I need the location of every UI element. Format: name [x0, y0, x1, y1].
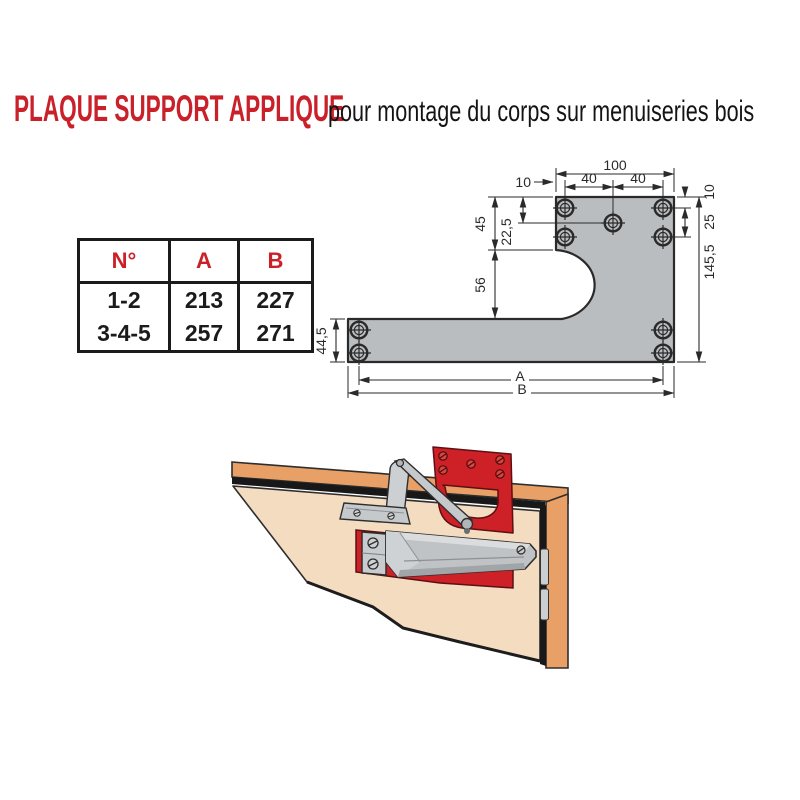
screw-icon — [367, 537, 379, 549]
label-gap — [513, 384, 531, 395]
mounting-hole — [347, 341, 371, 365]
screw-icon — [438, 451, 448, 461]
plate-technical-drawing: 100 10 40 40 45 22,5 56 44,5 10 25 145,5… — [315, 157, 717, 398]
door-bottom-edge — [306, 580, 541, 663]
screw-icon — [466, 459, 476, 469]
dim-length-a: A — [515, 368, 525, 384]
mounting-hole — [651, 225, 675, 249]
dim-length-b: B — [517, 381, 526, 397]
table-row: 1-2 213 227 — [77, 282, 314, 317]
installation-illustration — [231, 446, 569, 669]
dimension-lines — [332, 170, 703, 397]
cell-a: 213 — [168, 282, 240, 317]
dim-hole-span-right: 40 — [630, 170, 646, 186]
col-header-b: B — [237, 238, 314, 284]
cell-b: 271 — [237, 317, 314, 353]
dim-notch-depth: 56 — [472, 277, 488, 293]
screw-icon — [438, 465, 448, 475]
cell-b: 227 — [237, 282, 314, 317]
dim-top-width: 100 — [603, 157, 627, 173]
mounting-hole — [651, 318, 675, 342]
screw-icon — [495, 455, 505, 465]
hinge — [540, 548, 549, 621]
dim-total-height: 145,5 — [701, 244, 717, 279]
closer-arm — [393, 458, 474, 534]
cell-a: 257 — [168, 317, 240, 353]
arm-pivot — [395, 458, 405, 468]
screw-icon — [387, 512, 395, 520]
dim-hole-row-spacing: 25 — [701, 214, 717, 230]
mounting-hole — [553, 196, 577, 220]
dim-top-to-hole-row: 10 — [701, 184, 717, 200]
dim-hole-span-left: 40 — [581, 170, 597, 186]
mounting-hole — [651, 196, 675, 220]
page-title: PLAQUE SUPPORT APPLIQUE — [14, 88, 345, 129]
cell-model: 3-4-5 — [77, 317, 171, 353]
dim-center-hole-offset: 22,5 — [498, 218, 514, 245]
pinion — [464, 528, 470, 534]
door-frame-jamb — [545, 492, 569, 669]
closer-body — [385, 530, 537, 578]
screw-icon — [367, 558, 379, 570]
dim-edge-offset: 10 — [515, 174, 531, 190]
mounting-hole — [651, 341, 675, 365]
plate-shape — [346, 195, 676, 364]
arm-elbow-pivot — [460, 517, 474, 531]
col-header-a: A — [168, 238, 240, 284]
table-row: 3-4-5 257 271 — [77, 317, 314, 353]
page-subtitle: pour montage du corps sur menuiseries bo… — [328, 95, 755, 128]
col-header-no: N° — [77, 238, 171, 284]
dim-top-to-notch: 45 — [472, 216, 488, 232]
mounting-hole — [347, 318, 371, 342]
dim-strip-height: 44,5 — [315, 327, 329, 354]
screw-icon — [353, 509, 361, 517]
mounting-holes — [347, 196, 675, 365]
screw-icon — [516, 545, 526, 555]
mounting-hole — [601, 211, 625, 235]
closer-end-cap — [361, 531, 387, 576]
table-header-row: N° A B — [77, 238, 314, 284]
label-gap — [511, 371, 529, 382]
mounting-hole — [553, 225, 577, 249]
cell-model: 1-2 — [77, 282, 171, 317]
arm-shoe — [339, 502, 411, 525]
plate-screws — [438, 451, 505, 479]
spec-table: N° A B 1-2 213 227 3-4-5 257 271 — [77, 238, 314, 353]
screw-icon — [495, 469, 505, 479]
